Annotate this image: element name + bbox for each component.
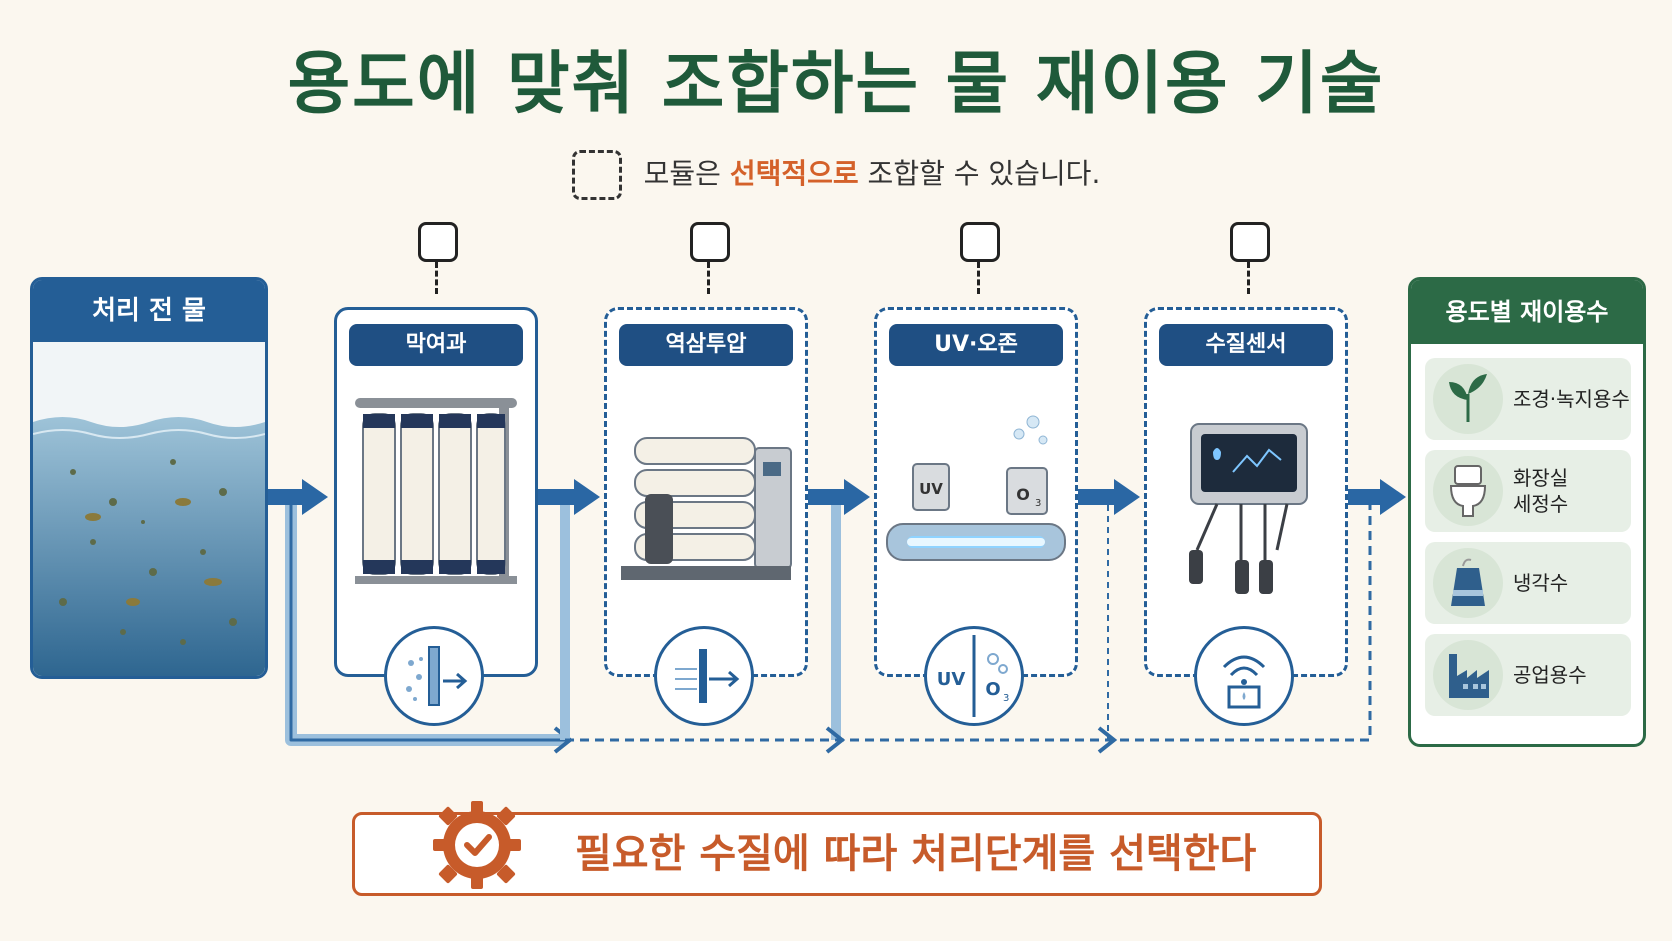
untreated-water-panel: 처리 전 물: [30, 277, 268, 679]
uv-symbol: UV: [937, 669, 966, 690]
module-4-connector: [1247, 262, 1250, 294]
reverse-osmosis-icon: [654, 626, 754, 726]
toilet-icon: [1433, 456, 1503, 526]
module-reverse-osmosis: 역삼투압: [604, 307, 808, 677]
subtitle-after: 조합할 수 있습니다.: [858, 157, 1101, 190]
module-uv-ozone: UV·오존 UV O 3: [874, 307, 1078, 677]
module-1-optional-marker: [418, 222, 458, 262]
ozone-unit-label: O: [1016, 485, 1030, 504]
use-industrial: 공업용수: [1425, 634, 1631, 716]
module-1-label: 막여과: [349, 324, 523, 366]
module-3-optional-marker: [960, 222, 1000, 262]
use-cooling: 냉각수: [1425, 542, 1631, 624]
selection-banner: 필요한 수질에 따라 처리단계를 선택한다: [352, 801, 1322, 896]
uv-ozone-illustration: UV O 3: [886, 415, 1066, 561]
page-title: 용도에 맞춰 조합하는 물 재이용 기술: [287, 45, 1385, 124]
subtitle-highlight: 선택적으로: [729, 157, 859, 190]
membrane-filtration-icon: [384, 626, 484, 726]
uv-ozone-icon: UV O 3: [924, 626, 1024, 726]
gear-check-icon: [433, 801, 521, 889]
sensor-illustration: [1189, 423, 1308, 594]
subtitle: 모듈은 선택적으로 조합할 수 있습니다.: [0, 150, 1672, 200]
cooling-tower-icon: [1433, 548, 1503, 618]
use-toilet-label: 화장실 세정수: [1513, 466, 1569, 516]
uv-lamp-label: UV: [919, 480, 943, 498]
optional-module-legend-icon: [571, 150, 622, 200]
module-4-label: 수질센서: [1159, 324, 1333, 366]
use-landscape-label: 조경·녹지용수: [1513, 387, 1630, 411]
reuse-water-label: 용도별 재이용수: [1411, 280, 1643, 344]
module-2-optional-marker: [690, 222, 730, 262]
module-2-connector: [707, 262, 710, 294]
reverse-osmosis-illustration: [621, 437, 792, 580]
module-1-connector: [435, 262, 438, 294]
use-cooling-label: 냉각수: [1513, 571, 1569, 595]
dirty-water-illustration: [33, 342, 265, 676]
module-3-connector: [977, 262, 980, 294]
factory-icon: [1433, 640, 1503, 710]
reuse-water-panel: 용도별 재이용수 조경·녹지용수 화장실 세정수 냉각수 공업용수: [1408, 277, 1646, 747]
module-water-quality-sensor: 수질센서: [1144, 307, 1348, 677]
plant-icon: [1433, 364, 1503, 434]
water-quality-sensor-icon: [1194, 626, 1294, 726]
ozone-symbol-subscript: 3: [1003, 693, 1009, 704]
ozone-symbol: O: [985, 679, 1000, 700]
module-2-label: 역삼투압: [619, 324, 793, 366]
module-membrane-filtration: 막여과: [334, 307, 538, 677]
use-landscape: 조경·녹지용수: [1425, 358, 1631, 440]
untreated-water-label: 처리 전 물: [33, 280, 265, 342]
membrane-filter-illustration: [355, 398, 517, 584]
banner-text: 필요한 수질에 따라 처리단계를 선택한다: [575, 831, 1257, 877]
module-4-optional-marker: [1230, 222, 1270, 262]
ozone-unit-subscript: 3: [1035, 498, 1041, 509]
use-industrial-label: 공업용수: [1513, 663, 1587, 687]
use-toilet: 화장실 세정수: [1425, 450, 1631, 532]
module-3-label: UV·오존: [889, 324, 1063, 366]
subtitle-before: 모듈은: [643, 157, 730, 190]
